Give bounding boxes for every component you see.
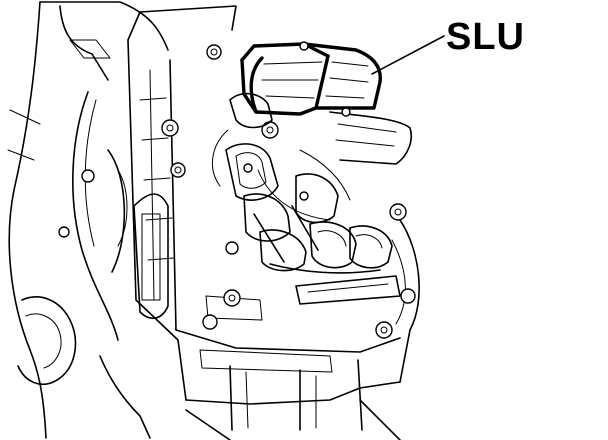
- transmission-case: [7, 1, 169, 439]
- valve-body-plate: [127, 5, 420, 440]
- slu-callout-label: SLU: [446, 16, 525, 58]
- slu-solenoid: [240, 41, 412, 165]
- valve-spools: [211, 92, 401, 305]
- plate-bolts: [161, 44, 416, 339]
- slu-callout-leader: [371, 35, 445, 75]
